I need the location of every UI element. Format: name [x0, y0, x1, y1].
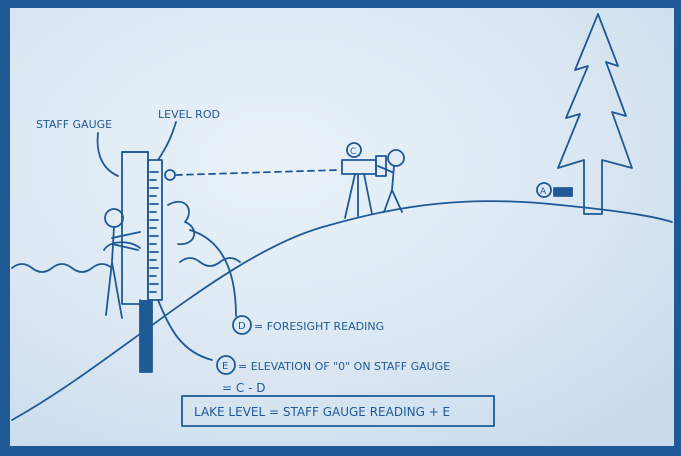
lake-level-box [181, 395, 495, 427]
foresight-label: = FORESIGHT READING [254, 320, 384, 333]
staff-gauge-label: STAFF GAUGE [36, 118, 112, 131]
elevation-label-line2: = C - D [222, 381, 265, 395]
surveyor-person [377, 149, 405, 213]
level-instrument [341, 155, 387, 219]
sight-line [175, 169, 339, 176]
staff-gauge-leader [96, 132, 119, 177]
marker-d-label: D [238, 321, 246, 332]
marker-c-circle [346, 142, 362, 158]
marker-e-label: E [222, 361, 228, 372]
rod-person [103, 208, 141, 319]
level-rod-label: LEVEL ROD [158, 108, 220, 121]
foresight-leader [189, 229, 237, 317]
marker-e-circle [216, 355, 236, 375]
rod-target [164, 169, 176, 181]
marker-a-circle [536, 182, 552, 198]
paper-background [10, 8, 674, 446]
lake-level-formula: LAKE LEVEL = STAFF GAUGE READING + E [194, 405, 450, 419]
tree [557, 13, 633, 215]
hill-outline [11, 200, 673, 421]
elevation-label-line1: = ELEVATION OF "0" ON STAFF GAUGE [238, 360, 450, 373]
water-waves [11, 257, 241, 273]
level-rod [147, 159, 163, 301]
benchmark-marker [553, 187, 573, 197]
level-rod-leader [157, 121, 177, 161]
marker-a-label: A [540, 187, 547, 197]
marker-c-label: C [350, 147, 356, 157]
mist-shape [167, 200, 196, 245]
marker-d-circle [232, 315, 252, 335]
elevation-leader [157, 299, 213, 361]
